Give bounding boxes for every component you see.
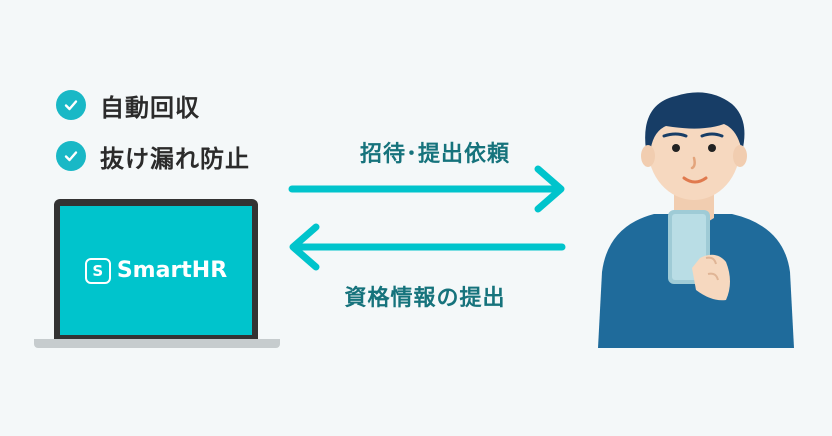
laptop-bezel: S SmartHR xyxy=(54,199,258,339)
arrow-label-invite: 招待･提出依頼 xyxy=(359,142,510,167)
logo-text: SmartHR xyxy=(116,258,228,283)
checklist: 自動回収 抜け漏れ防止 xyxy=(56,88,250,190)
checklist-item: 自動回収 xyxy=(56,88,250,122)
checklist-item-label: 自動回収 xyxy=(100,93,200,122)
checklist-item-label: 抜け漏れ防止 xyxy=(100,144,250,173)
arrow-label-submit: 資格情報の提出 xyxy=(344,286,506,311)
check-icon xyxy=(56,90,86,120)
laptop-illustration: S SmartHR xyxy=(34,199,280,349)
laptop-base xyxy=(34,339,280,348)
check-icon xyxy=(56,141,86,171)
logo-mark-icon: S xyxy=(84,257,111,284)
laptop-screen: S SmartHR xyxy=(60,206,252,335)
smarthr-logo: S SmartHR xyxy=(84,257,228,284)
checklist-item: 抜け漏れ防止 xyxy=(56,139,250,173)
left-arrow-icon xyxy=(289,223,566,271)
right-arrow-icon xyxy=(288,165,565,213)
person-illustration xyxy=(598,92,794,348)
